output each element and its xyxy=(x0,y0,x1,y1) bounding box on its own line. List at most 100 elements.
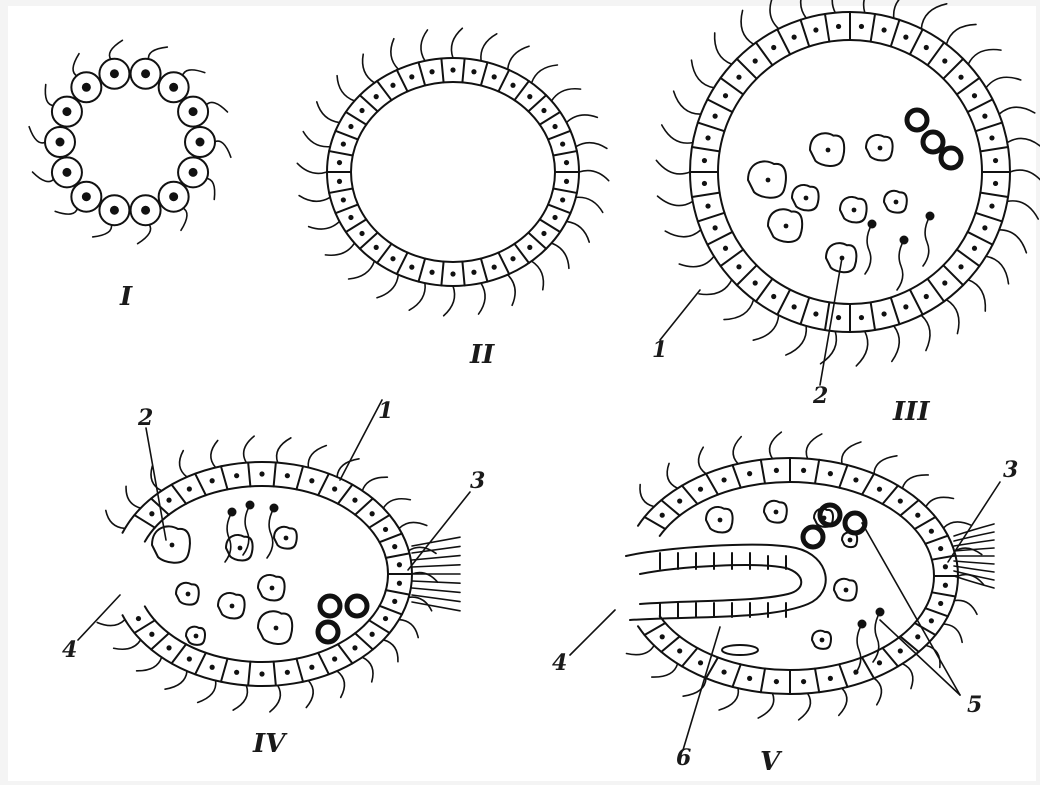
nucleus xyxy=(337,160,342,165)
nucleus xyxy=(705,135,710,140)
nucleus xyxy=(993,181,998,186)
nucleus xyxy=(409,74,414,79)
nucleus xyxy=(828,471,833,476)
nucleus xyxy=(859,24,864,29)
nucleus xyxy=(510,83,515,88)
nucleus xyxy=(771,294,776,299)
nucleus xyxy=(924,294,929,299)
part-label-iii-1: 1 xyxy=(652,337,667,363)
stage-label-ii: II xyxy=(469,340,495,370)
nucleus xyxy=(341,197,346,202)
nucleus xyxy=(390,256,395,261)
cell-nucleus xyxy=(194,634,199,639)
ring-cell-nucleus xyxy=(189,168,198,177)
nucleus xyxy=(753,58,758,63)
nucleus xyxy=(359,108,364,113)
cell-nucleus xyxy=(170,543,175,548)
nucleus xyxy=(409,265,414,270)
nucleus xyxy=(753,280,758,285)
cell-nucleus xyxy=(804,196,809,201)
ring-cell-nucleus xyxy=(82,192,91,201)
nucleus xyxy=(492,74,497,79)
nucleus xyxy=(259,671,264,676)
nucleus xyxy=(982,225,987,230)
nucleus xyxy=(149,511,154,516)
nucleus xyxy=(801,679,806,684)
nucleus xyxy=(564,179,569,184)
nucleus xyxy=(958,75,963,80)
part-label-v-4: 4 xyxy=(552,650,567,676)
part-label-iv-2: 2 xyxy=(137,405,153,431)
cell-nucleus xyxy=(270,586,275,591)
nucleus xyxy=(972,246,977,251)
nucleus xyxy=(383,616,388,621)
nucleus xyxy=(915,513,920,518)
cell-nucleus xyxy=(848,538,853,543)
nucleus xyxy=(397,581,402,586)
nucleus xyxy=(698,487,703,492)
nucleus xyxy=(771,45,776,50)
nucleus xyxy=(982,114,987,119)
ring-cell-nucleus xyxy=(62,107,71,116)
nucleus xyxy=(234,473,239,478)
nucleus xyxy=(359,231,364,236)
nucleus xyxy=(541,108,546,113)
nucleus xyxy=(813,27,818,32)
nucleus xyxy=(972,93,977,98)
nucleus xyxy=(877,487,882,492)
nucleus xyxy=(713,225,718,230)
nucleus xyxy=(259,471,264,476)
ring-cell-nucleus xyxy=(141,206,150,215)
cell-nucleus xyxy=(826,148,831,153)
nucleus xyxy=(698,660,703,665)
nucleus xyxy=(677,648,682,653)
nucleus xyxy=(527,94,532,99)
nucleus xyxy=(309,665,314,670)
nucleus xyxy=(828,676,833,681)
ring-cell-nucleus xyxy=(169,192,178,201)
ring-cell-nucleus xyxy=(82,83,91,92)
nucleus xyxy=(958,264,963,269)
nucleus xyxy=(723,246,728,251)
ring-cell-nucleus xyxy=(110,206,119,215)
nucleus xyxy=(774,679,779,684)
stage-label-v: V xyxy=(760,747,783,777)
ring-cell-nucleus xyxy=(56,138,65,147)
nucleus xyxy=(510,256,515,261)
nucleus xyxy=(943,564,948,569)
ring-cell-nucleus xyxy=(189,107,198,116)
nucleus xyxy=(210,665,215,670)
nucleus xyxy=(713,114,718,119)
cell-nucleus xyxy=(718,518,723,523)
nucleus xyxy=(552,124,557,129)
nucleus xyxy=(136,616,141,621)
nucleus xyxy=(429,69,434,74)
nucleus xyxy=(903,304,908,309)
nucleus xyxy=(881,27,886,32)
nucleus xyxy=(541,231,546,236)
nucleus xyxy=(187,486,192,491)
cell-nucleus xyxy=(820,638,825,643)
cell-nucleus xyxy=(274,626,279,631)
nucleus xyxy=(989,203,994,208)
nucleus xyxy=(836,24,841,29)
nucleus xyxy=(285,473,290,478)
nucleus xyxy=(660,513,665,518)
nucleus xyxy=(285,670,290,675)
nucleus xyxy=(166,497,171,502)
nucleus xyxy=(774,468,779,473)
nucleus xyxy=(702,181,707,186)
nucleus xyxy=(392,599,397,604)
nucleus xyxy=(942,280,947,285)
nucleus xyxy=(187,656,192,661)
nucleus xyxy=(337,179,342,184)
nucleus xyxy=(915,634,920,639)
nucleus xyxy=(989,135,994,140)
nucleus xyxy=(736,264,741,269)
nucleus xyxy=(471,69,476,74)
cell-nucleus xyxy=(844,588,849,593)
ring-cell-nucleus xyxy=(110,69,119,78)
nucleus xyxy=(234,670,239,675)
nucleus xyxy=(705,203,710,208)
stage-label-iii: III xyxy=(892,397,930,427)
